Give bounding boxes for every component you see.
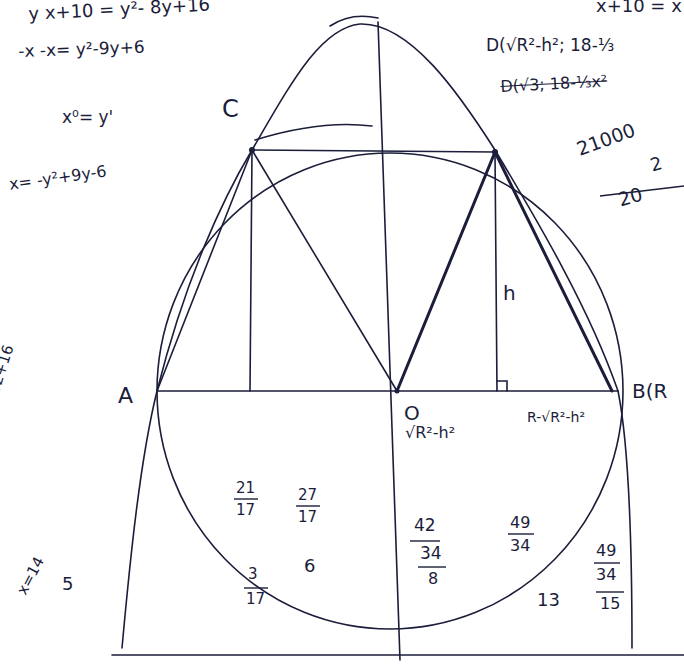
arc-stroke bbox=[255, 125, 372, 140]
point-c bbox=[249, 147, 255, 153]
handwritten-note: 13 bbox=[537, 590, 560, 610]
point-d bbox=[492, 149, 498, 155]
point-o bbox=[395, 389, 400, 394]
handwritten-note: 20 bbox=[616, 184, 645, 210]
handwritten-note: C bbox=[222, 96, 239, 122]
handwritten-note: 17 bbox=[298, 509, 317, 526]
height-h bbox=[495, 152, 497, 391]
fraction-bar bbox=[418, 566, 446, 567]
handwritten-note: 49 bbox=[596, 542, 616, 560]
handwritten-note: 42 bbox=[414, 516, 436, 535]
handwritten-note: 17 bbox=[246, 591, 265, 608]
handwritten-note: 34 bbox=[420, 544, 442, 563]
handwritten-note: x⁰= y' bbox=[62, 108, 113, 127]
handwritten-note: 5 bbox=[62, 574, 73, 594]
handwritten-note: 49 bbox=[510, 514, 530, 532]
fraction-bar bbox=[508, 533, 534, 534]
handwritten-note: h bbox=[503, 282, 516, 304]
axis-line bbox=[378, 22, 400, 660]
fraction-bar bbox=[596, 591, 624, 592]
handwritten-note: x+10 = x bbox=[596, 0, 682, 16]
handwritten-note: 15 bbox=[600, 595, 620, 613]
handwritten-note: D(√3; 18-⅓x² bbox=[500, 72, 608, 95]
handwritten-note: 21 bbox=[236, 480, 255, 497]
handwritten-note: A bbox=[118, 384, 133, 408]
segment-od bbox=[397, 152, 495, 391]
handwritten-note: 27 bbox=[298, 487, 317, 504]
handwritten-note: x=14 bbox=[14, 554, 48, 598]
fraction-bar bbox=[244, 587, 268, 588]
handwritten-note: D(√R²-h²; 18-⅓ bbox=[486, 36, 614, 55]
handwritten-note: x= -y²+9y-6 bbox=[8, 162, 108, 193]
handwritten-note: 8 bbox=[428, 570, 438, 588]
fraction-bar bbox=[234, 498, 258, 499]
fraction-bar bbox=[296, 505, 320, 506]
handwritten-note: 34 bbox=[596, 566, 616, 584]
handwritten-note: y x+10 = y²- 8y+16 bbox=[28, 0, 211, 24]
tick-stroke bbox=[330, 16, 378, 26]
segment-db bbox=[495, 152, 612, 391]
handwritten-note: 34 bbox=[510, 537, 530, 555]
handwritten-note: -x+14=16-32+16 bbox=[0, 343, 17, 475]
segment-co bbox=[252, 150, 397, 391]
diameter bbox=[157, 390, 618, 392]
handwritten-note: 3 bbox=[248, 566, 258, 583]
fraction-bar bbox=[410, 540, 440, 541]
side-ac bbox=[157, 150, 252, 391]
height-c bbox=[250, 150, 252, 391]
handwritten-note: 17 bbox=[236, 502, 255, 519]
fraction-bar bbox=[594, 562, 620, 563]
handwritten-note: 6 bbox=[304, 556, 315, 576]
handwritten-note: B(R bbox=[632, 380, 667, 402]
right-angle bbox=[497, 381, 507, 391]
handwritten-note: 2 bbox=[648, 153, 664, 175]
handwritten-note: √R²-h² bbox=[405, 424, 455, 442]
chord-cd bbox=[252, 150, 495, 152]
base-line bbox=[112, 654, 684, 656]
circle bbox=[157, 153, 623, 629]
handwritten-note: O bbox=[404, 402, 420, 424]
handwritten-note: R-√R²-h² bbox=[527, 410, 585, 425]
parabola bbox=[122, 24, 632, 648]
handwritten-note: 21000 bbox=[574, 119, 638, 159]
handwritten-note: -x -x= y²-9y+6 bbox=[18, 38, 145, 61]
